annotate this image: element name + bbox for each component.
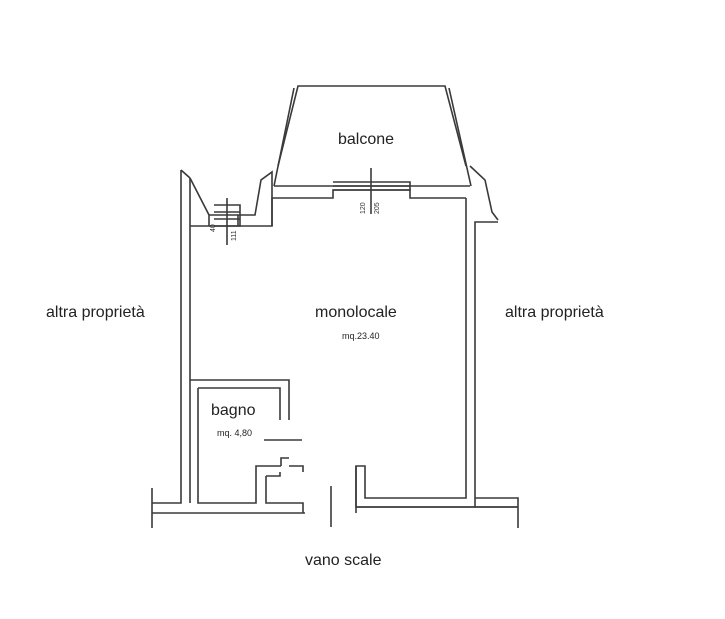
right-walls (355, 198, 519, 528)
center-window-dim-bottom: 205 (374, 202, 381, 214)
bathroom-area: mq. 4,80 (217, 428, 253, 438)
left-outer-wall (151, 169, 305, 528)
center-window-dim-top: 120 (360, 202, 367, 214)
balcony-outline (273, 85, 499, 221)
main-room-label: monolocale (315, 304, 397, 321)
main-room-area: mq.23.40 (342, 331, 380, 341)
center-window (333, 168, 411, 214)
bathroom-walls (189, 379, 304, 513)
left-window-dim-bottom: 111 (231, 230, 238, 241)
room-top-wall (209, 170, 466, 227)
left-window (214, 198, 241, 245)
stairwell-label: vano scale (305, 552, 382, 569)
left-window-dim-top: 40 (210, 224, 217, 232)
neighbor-right-label: altra proprietà (505, 304, 604, 321)
balcony-label: balcone (338, 131, 395, 148)
entrance (330, 466, 357, 527)
bathroom-label: bagno (211, 402, 256, 419)
neighbor-left-label: altra proprietà (46, 304, 145, 321)
